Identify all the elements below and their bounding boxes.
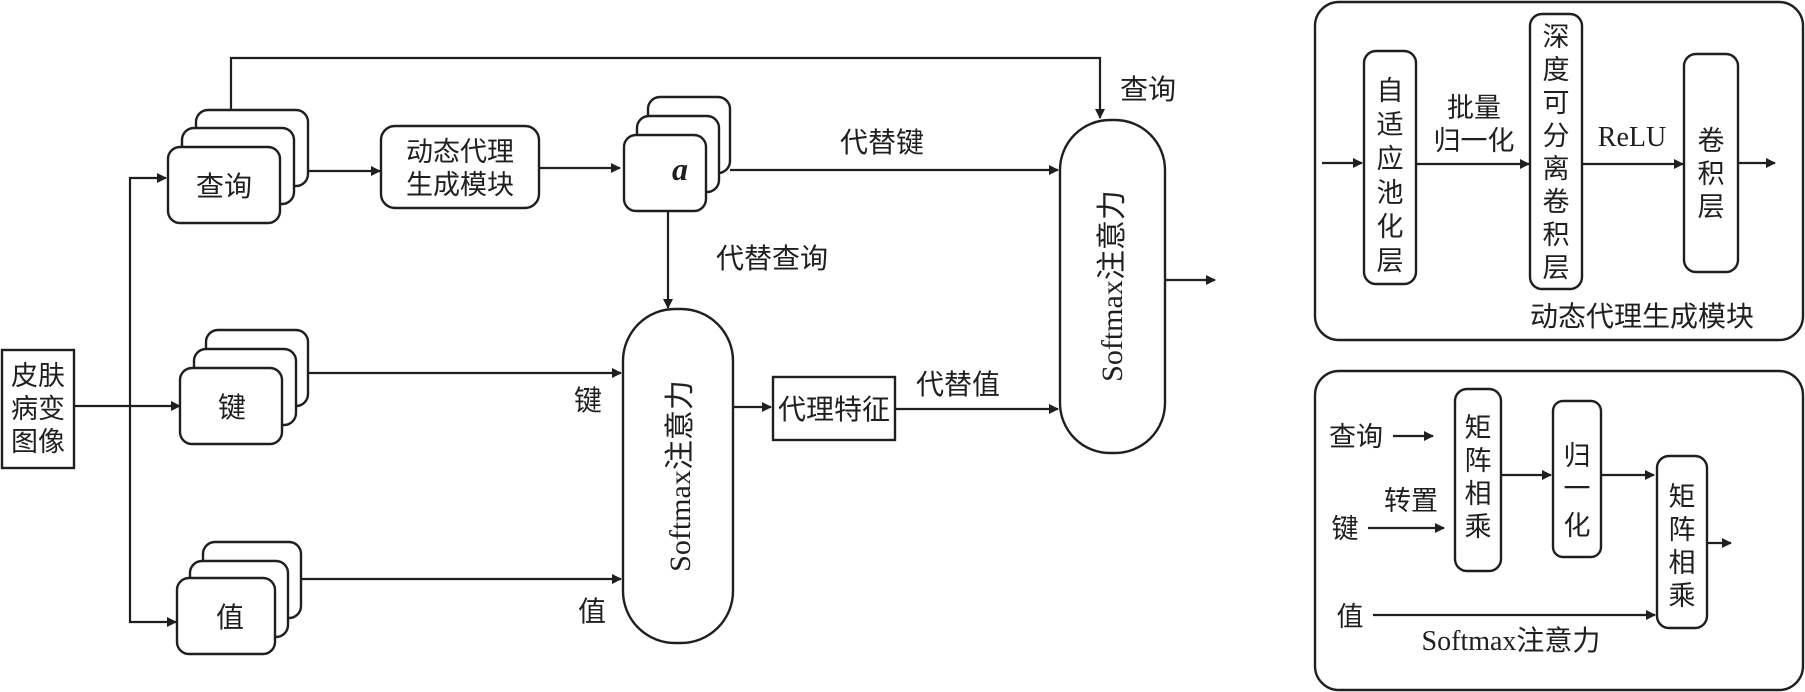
dwconv-char: 分	[1543, 121, 1570, 152]
matmul1-char: 相	[1465, 479, 1492, 510]
conv-char: 积	[1698, 159, 1725, 190]
attn-value-label: 值	[1337, 602, 1364, 633]
attn-key-label: 键	[1332, 514, 1359, 545]
adaptive-pool-box: 自 适 应 池 化 层	[1362, 49, 1418, 286]
agent-generation-module-box: 动态代理 生成模块	[379, 124, 541, 210]
agent-key-label: 代替键	[840, 126, 924, 159]
pool-char: 化	[1377, 212, 1404, 243]
conv-char: 层	[1698, 192, 1725, 223]
norm-char: 一	[1564, 474, 1591, 505]
agent-feature-label: 代理特征	[778, 393, 890, 426]
matmul2-char: 相	[1669, 548, 1696, 579]
dwconv-char: 离	[1543, 154, 1570, 185]
normalization-box: 归 一 化	[1551, 399, 1603, 559]
query-label: 查询	[196, 170, 252, 203]
softmax-attention-1: Softmax注意力	[621, 307, 735, 645]
attention-detail-panel: 查询 转置 键 矩 阵 相 乘 归 一 化 值 矩 阵 相 乘	[1313, 369, 1805, 692]
agent-stack: a	[622, 95, 732, 213]
matmul-2-box: 矩 阵 相 乘	[1655, 454, 1709, 630]
input-image-box: 皮肤 病变 图像	[0, 348, 76, 470]
dwconv-char: 可	[1543, 88, 1570, 119]
norm-char: 化	[1564, 511, 1591, 542]
pool-char: 应	[1377, 144, 1404, 175]
relu-label: ReLU	[1598, 122, 1666, 153]
softmax-1-label: Softmax注意力	[664, 380, 697, 572]
conv-layer-box: 卷 积 层	[1682, 52, 1740, 274]
matmul2-char: 阵	[1669, 515, 1696, 546]
matmul1-char: 阵	[1465, 446, 1492, 477]
input-label-line-1: 皮肤	[11, 361, 65, 392]
bn-label-line-1: 批量	[1447, 93, 1501, 124]
input-label-line-3: 图像	[11, 427, 65, 458]
arrow-to-query	[128, 173, 167, 406]
attn-transpose-label: 转置	[1384, 486, 1438, 517]
dwconv-char: 度	[1543, 55, 1570, 86]
softmax-attention-2: Softmax注意力	[1058, 118, 1167, 455]
matmul1-char: 矩	[1465, 413, 1492, 444]
pool-char: 池	[1377, 178, 1404, 209]
agent-symbol: a	[672, 151, 688, 187]
pool-char: 适	[1377, 110, 1404, 141]
module-panel-title: 动态代理生成模块	[1530, 300, 1754, 333]
depthwise-conv-box: 深 度 可 分 离 卷 积 层	[1528, 12, 1584, 291]
pool-char: 自	[1377, 76, 1404, 107]
key-stack: 键	[178, 328, 310, 446]
matmul2-char: 乘	[1669, 581, 1696, 612]
key-label: 键	[218, 391, 246, 424]
agent-feature-box: 代理特征	[771, 375, 897, 442]
query-stack: 查询	[166, 108, 310, 225]
module-label-line-1: 动态代理	[406, 137, 514, 168]
dwconv-char: 卷	[1543, 187, 1570, 218]
matmul1-char: 乘	[1465, 512, 1492, 543]
conv-char: 卷	[1698, 126, 1725, 157]
input-branch-connectors	[74, 173, 181, 627]
dwconv-char: 积	[1543, 220, 1570, 251]
arrow-to-value	[128, 406, 177, 627]
dwconv-char: 深	[1543, 22, 1570, 53]
agent-value-label: 代替值	[916, 368, 1000, 401]
module-detail-panel: 自 适 应 池 化 层 批量 归一化 深 度 可 分 离 卷 积 层 ReLU …	[1313, 0, 1805, 342]
input-label-line-2: 病变	[11, 394, 65, 425]
attn-query-label: 查询	[1329, 422, 1383, 453]
pool-char: 层	[1377, 246, 1404, 277]
softmax-2-label: Softmax注意力	[1096, 190, 1129, 382]
arrow-query-to-softmax-2	[229, 56, 1105, 119]
query-in-label: 查询	[1120, 73, 1176, 106]
module-label-line-2: 生成模块	[406, 170, 514, 201]
dwconv-char: 层	[1543, 253, 1570, 284]
value-in-label: 值	[578, 595, 606, 628]
matmul-1-box: 矩 阵 相 乘	[1453, 387, 1503, 573]
value-label: 值	[216, 601, 244, 634]
value-stack: 值	[175, 540, 303, 656]
key-in-label: 键	[574, 384, 602, 417]
matmul2-char: 矩	[1669, 482, 1696, 513]
attention-panel-title: Softmax注意力	[1422, 625, 1601, 657]
norm-char: 归	[1564, 441, 1591, 472]
bn-label-line-2: 归一化	[1434, 126, 1515, 157]
agent-query-label: 代替查询	[716, 242, 828, 275]
